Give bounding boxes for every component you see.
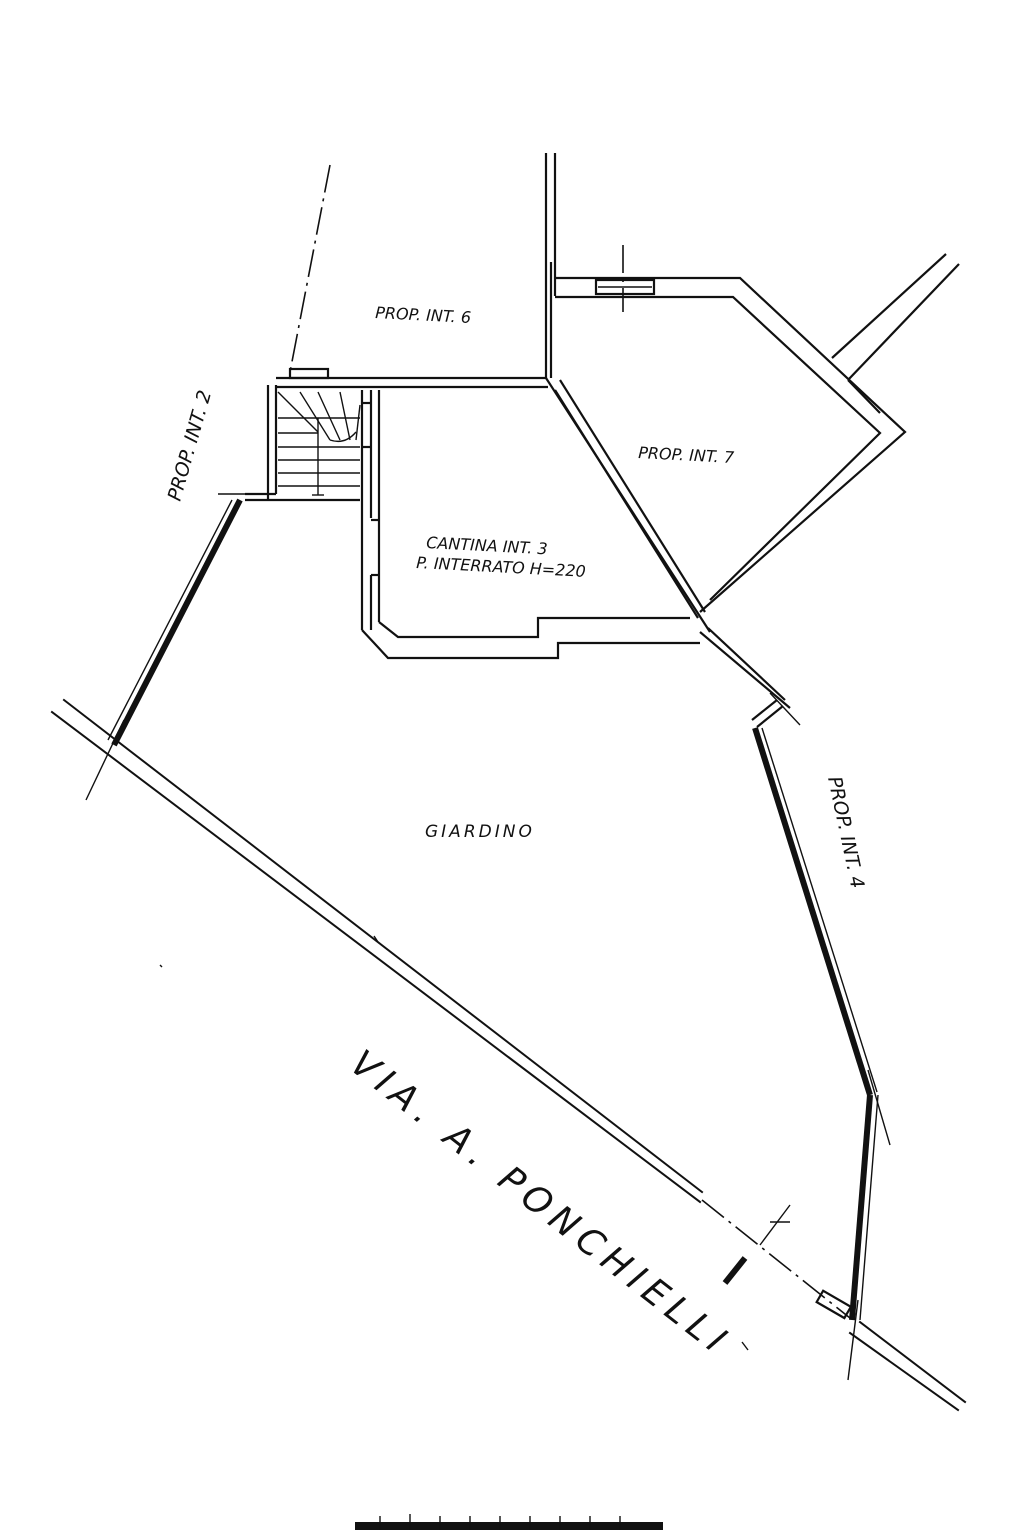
wall-int7-right-arm <box>831 253 960 414</box>
wall-int7 <box>555 276 907 613</box>
fence-left <box>85 498 243 801</box>
wall-cantina-int7 <box>545 377 801 728</box>
pen-marks <box>159 935 749 1351</box>
label-prop-int-4: PROP. INT. 4 <box>823 774 868 890</box>
wall-cantina <box>360 390 700 660</box>
label-cantina-line2: P. INTERRATO H=220 <box>416 553 586 581</box>
scale-bar <box>355 1514 663 1530</box>
label-giardino: GIARDINO <box>425 822 535 842</box>
label-street: VIA. A. PONCHIELLI <box>342 1043 738 1365</box>
label-prop-int-2: PROP. INT. 2 <box>164 388 217 504</box>
street-edge <box>50 698 967 1412</box>
label-prop-int-7: PROP. INT. 7 <box>638 443 736 467</box>
fence-right <box>752 727 891 1381</box>
boundary-line-int2 <box>289 164 331 373</box>
stair-treads <box>277 391 361 496</box>
wall-int6-int7 <box>544 153 557 378</box>
stair-block <box>245 385 373 502</box>
label-prop-int-6: PROP. INT. 6 <box>375 303 472 327</box>
wall-top <box>276 367 548 389</box>
